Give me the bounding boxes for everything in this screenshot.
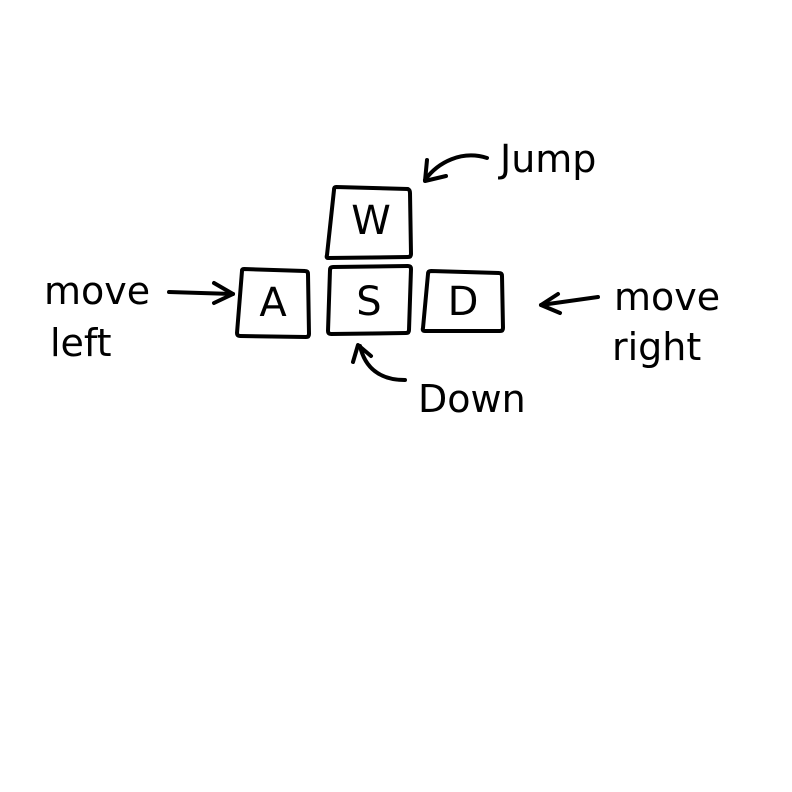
label-down: Down bbox=[418, 377, 526, 421]
label-move-left-line2: left bbox=[50, 321, 112, 365]
arrow-to-s-shaft bbox=[358, 344, 407, 382]
arrow-to-a-head bbox=[212, 281, 235, 305]
key-d: D bbox=[420, 269, 505, 333]
key-d-letter: D bbox=[448, 279, 479, 325]
key-s-letter: S bbox=[356, 279, 381, 325]
key-a: A bbox=[235, 267, 311, 339]
label-move-left-line1: move bbox=[44, 269, 150, 313]
arrow-to-d-head bbox=[539, 292, 562, 315]
arrow-to-d bbox=[539, 292, 600, 315]
key-d-box bbox=[420, 269, 505, 333]
arrow-to-s-head bbox=[351, 343, 373, 364]
key-s: S bbox=[326, 264, 413, 336]
arrow-to-s bbox=[351, 343, 407, 382]
arrow-to-w bbox=[423, 153, 489, 183]
key-w-letter: W bbox=[351, 198, 391, 244]
arrow-to-a bbox=[167, 281, 235, 305]
key-a-box bbox=[235, 267, 311, 339]
arrow-to-w-head bbox=[423, 158, 448, 183]
label-jump: Jump bbox=[498, 137, 596, 181]
key-s-box bbox=[326, 264, 413, 336]
key-w: W bbox=[324, 185, 413, 260]
arrow-to-w-shaft bbox=[423, 153, 489, 182]
arrow-to-d-shaft bbox=[539, 295, 600, 307]
label-move-right-line1: move bbox=[614, 275, 720, 319]
arrow-to-a-shaft bbox=[167, 290, 235, 296]
label-move-right-line2: right bbox=[612, 325, 701, 369]
key-a-letter: A bbox=[259, 280, 287, 326]
key-w-box bbox=[324, 185, 413, 260]
